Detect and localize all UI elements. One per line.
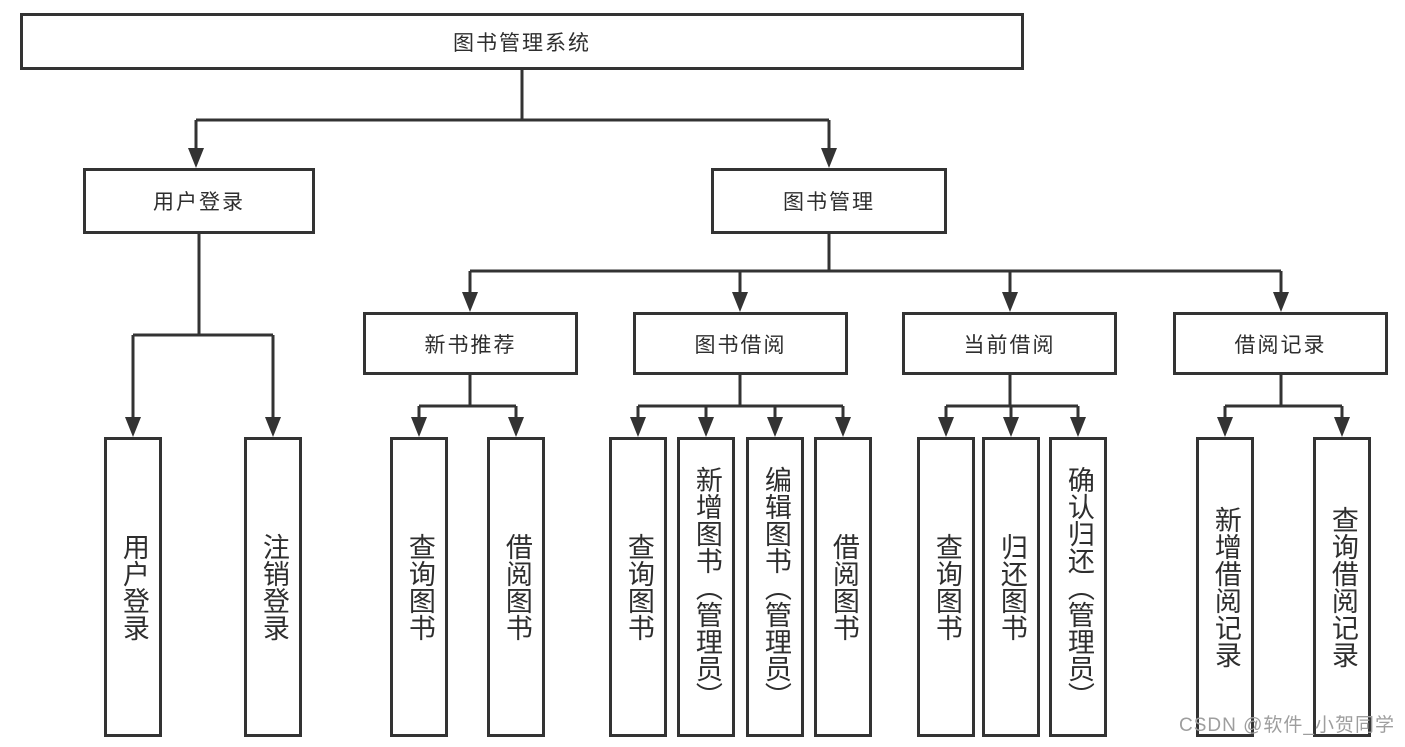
node-book-borrow: 图书借阅 [633, 312, 848, 375]
node-label: 查询图书 [404, 533, 435, 641]
node-system-root: 图书管理系统 [20, 13, 1024, 70]
leaf-query-books-current: 查询图书 [917, 437, 975, 737]
node-label: 用户登录 [153, 191, 245, 214]
leaf-edit-book-admin: 编辑图书（管理员） [746, 437, 804, 737]
node-label: 新书推荐 [424, 333, 517, 357]
node-label: 查询借阅记录 [1327, 506, 1358, 668]
leaf-borrow-books: 借阅图书 [814, 437, 872, 737]
node-label: 借阅图书 [828, 533, 859, 641]
node-label: 查询图书 [623, 533, 654, 641]
node-label: 注销登录 [258, 533, 289, 641]
node-label: 新增图书（管理员） [691, 465, 722, 709]
leaf-user-login: 用户登录 [104, 437, 162, 737]
leaf-add-borrow-record: 新增借阅记录 [1196, 437, 1254, 737]
leaf-query-books-borrow: 查询图书 [609, 437, 667, 737]
node-label: 图书管理系统 [453, 31, 591, 55]
node-label: 用户登录 [118, 533, 149, 641]
node-label: 查询图书 [931, 533, 962, 641]
leaf-query-books-recommend: 查询图书 [390, 437, 448, 737]
node-label: 借阅图书 [501, 533, 532, 641]
node-borrow-records: 借阅记录 [1173, 312, 1388, 375]
node-current-borrow: 当前借阅 [902, 312, 1117, 375]
leaf-logout: 注销登录 [244, 437, 302, 737]
leaf-confirm-return-admin: 确认归还（管理员） [1049, 437, 1107, 737]
node-label: 归还图书 [996, 533, 1027, 641]
node-label: 图书管理 [783, 191, 875, 214]
leaf-return-book: 归还图书 [982, 437, 1040, 737]
node-user-login: 用户登录 [83, 168, 315, 234]
node-book-management: 图书管理 [711, 168, 947, 234]
csdn-watermark: CSDN @软件_小贺同学 [1179, 715, 1395, 736]
node-label: 新增借阅记录 [1210, 506, 1241, 668]
leaf-borrow-books-recommend: 借阅图书 [487, 437, 545, 737]
leaf-add-book-admin: 新增图书（管理员） [677, 437, 735, 737]
node-label: 借阅记录 [1234, 333, 1327, 357]
node-label: 当前借阅 [963, 333, 1056, 357]
node-label: 确认归还（管理员） [1063, 465, 1094, 709]
arrowheads [125, 148, 1350, 437]
leaf-query-borrow-record: 查询借阅记录 [1313, 437, 1371, 737]
node-label: 编辑图书（管理员） [760, 465, 791, 709]
node-label: 图书借阅 [694, 333, 787, 357]
node-new-book-recommend: 新书推荐 [363, 312, 578, 375]
